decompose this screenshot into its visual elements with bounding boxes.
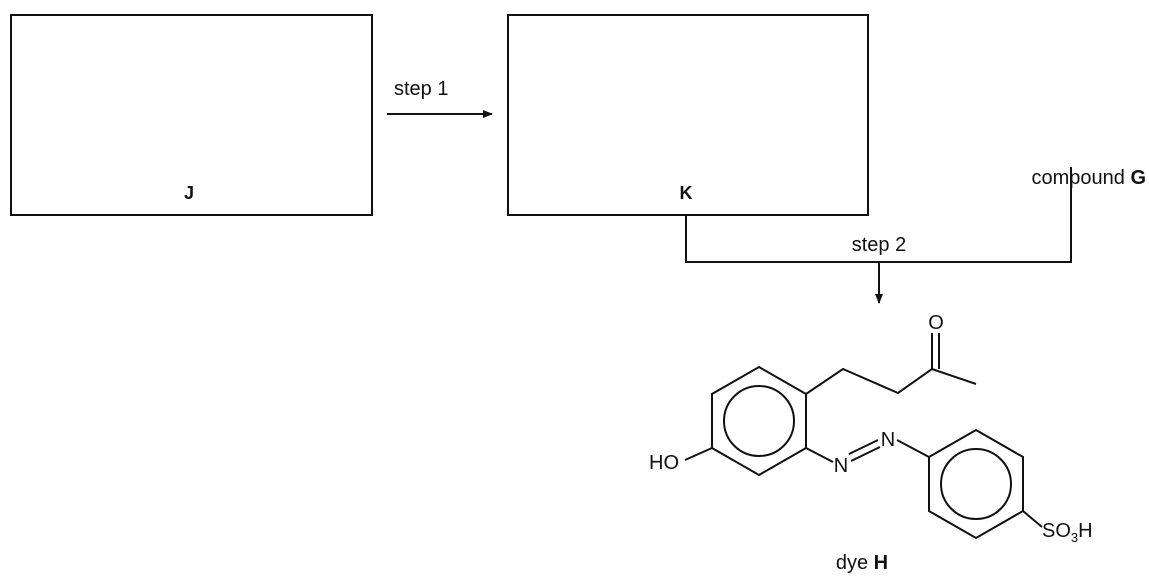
azo-nitrogen-1-label: N xyxy=(834,455,848,477)
azo-bond-right xyxy=(896,439,930,458)
hydroxyl-bond xyxy=(684,447,713,461)
sulfonic-ring-circle xyxy=(940,448,1012,520)
phenol-ring xyxy=(711,365,807,477)
box-j-label: J xyxy=(184,183,194,203)
hydroxyl-label: HO xyxy=(649,452,679,474)
step-1-label: step 1 xyxy=(394,78,448,100)
box-k: K xyxy=(507,14,869,216)
step-1-arrow: step 1 xyxy=(387,78,493,118)
step-2-connector xyxy=(685,167,1072,304)
box-j: J xyxy=(10,14,373,216)
step-2-label: step 2 xyxy=(852,234,906,256)
dye-h-label: dye H xyxy=(836,552,888,574)
sulfonic-ring xyxy=(928,428,1024,540)
azo-bond-left xyxy=(805,447,834,463)
box-k-label: K xyxy=(680,183,693,203)
sulfonic-bond xyxy=(1022,510,1043,528)
compound-g-label: compound G xyxy=(1031,167,1146,189)
butanone-chain xyxy=(805,367,977,395)
dye-h-structure xyxy=(684,333,1043,540)
phenol-ring-circle xyxy=(723,385,795,457)
oxygen-label: O xyxy=(928,312,944,334)
azo-nitrogen-2-label: N xyxy=(881,429,895,451)
sulfonic-acid-label: SO3H xyxy=(1042,520,1093,545)
